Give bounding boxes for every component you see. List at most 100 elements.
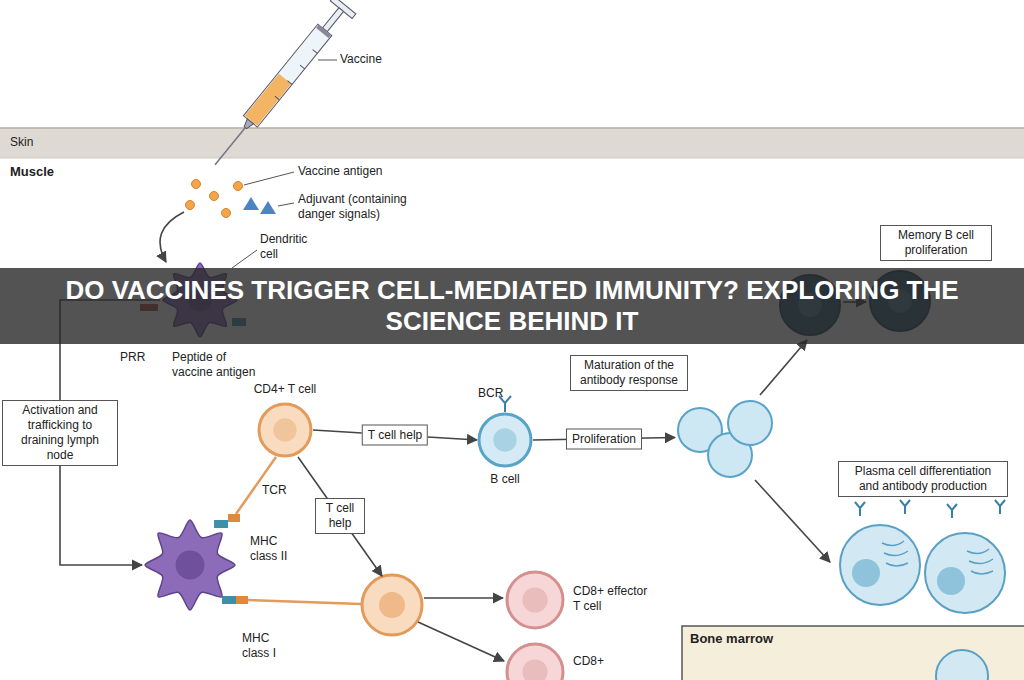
cell-nucleus	[273, 418, 296, 441]
text-holder: Dendritic cell	[260, 232, 320, 262]
callout-label: Vaccine	[340, 52, 382, 67]
text-holder: T cell help	[362, 425, 428, 446]
page-title: DO VACCINES TRIGGER CELL-MEDIATED IMMUNI…	[20, 275, 1004, 337]
skin-edge	[0, 127, 1024, 129]
b-cell-cluster: Maturation of the antibody response	[675, 395, 775, 480]
antibody	[900, 500, 910, 514]
cell-label: Dendritic cell	[260, 232, 320, 262]
syringe-tick	[275, 96, 280, 100]
arrow-label: Proliferation	[566, 428, 642, 449]
syringe-tick	[313, 50, 318, 54]
bone-marrow-region: Bone marrow	[682, 626, 1024, 680]
syringe-seal	[316, 25, 331, 38]
text-holder: T cell help	[315, 498, 365, 534]
cell-shape	[505, 642, 565, 680]
b-cell-body	[728, 401, 772, 445]
callout-label: BCR	[478, 386, 503, 401]
callout-label: TCR	[262, 483, 287, 498]
text-holder: Vaccine	[340, 52, 382, 67]
cell-shape	[830, 515, 1015, 620]
plasma-cells: Plasma cell differentiation and antibody…	[830, 515, 1015, 620]
cell-nucleus	[522, 659, 547, 680]
heading-box: Maturation of the antibody response	[570, 355, 688, 391]
syringe-rod	[322, 8, 343, 32]
uptake-arrow	[160, 212, 184, 262]
layer-label: Skin	[10, 135, 33, 150]
leader-line	[232, 250, 257, 268]
heading-box: Memory B cell proliferation	[880, 225, 992, 261]
dendritic-cell: MHC class IIMHC class I	[142, 517, 238, 613]
text-holder: Proliferation	[566, 428, 642, 449]
tcr-molecule	[236, 596, 248, 604]
antibody	[995, 500, 1005, 514]
cell-body	[507, 572, 563, 628]
leader-line	[244, 172, 294, 185]
text-holder: BCR	[478, 386, 503, 401]
differentiation-arrow	[418, 622, 504, 661]
syringe-tick	[300, 65, 305, 69]
cd8-t-cell: CD8+	[505, 642, 565, 680]
plasma-cell-body	[936, 650, 988, 680]
tcr-stalk	[248, 600, 361, 604]
text-holder: Memory B cell proliferation	[880, 225, 992, 261]
cell-body	[259, 404, 311, 456]
cell-label: MHC class II	[250, 534, 298, 564]
cell-shape	[505, 570, 565, 630]
cell-label: Bone marrow	[690, 631, 773, 647]
callout-label: Vaccine antigen	[298, 164, 383, 179]
cell-nucleus	[493, 428, 516, 451]
plasma-cell-body	[925, 533, 1005, 613]
text-holder: CD4+ T cell	[235, 382, 335, 397]
dendritic-cell-body	[145, 520, 235, 610]
text-holder: CD8+	[573, 654, 604, 669]
mhc-class-ii-molecule	[214, 520, 228, 528]
syringe-barrel	[243, 24, 331, 127]
text-holder: Bone marrow	[690, 631, 773, 647]
title-banner: DO VACCINES TRIGGER CELL-MEDIATED IMMUNI…	[0, 268, 1024, 344]
syringe-tick	[287, 81, 292, 85]
antigen-dot	[186, 201, 195, 210]
text-holder: B cell	[465, 472, 545, 487]
syringe-needle	[215, 128, 245, 165]
cd4-t-cell: CD4+ T cell	[257, 402, 313, 458]
mhc-class-i-molecule	[222, 596, 236, 604]
endoplasmic-reticulum	[967, 549, 993, 574]
syringe-liquid	[245, 74, 291, 126]
endoplasmic-reticulum	[882, 541, 908, 566]
cell-nucleus	[937, 567, 965, 595]
cd8-t-cell	[362, 575, 422, 635]
text-holder: PRR	[120, 350, 145, 365]
cell-label: CD4+ T cell	[235, 382, 335, 397]
text-holder: MHC class II	[250, 534, 298, 564]
text-holder: Vaccine antigen	[298, 164, 383, 179]
cd8-effector-t-cell: CD8+ effector T cell	[505, 570, 565, 630]
cell-label: MHC class I	[242, 631, 290, 661]
cell-shape	[142, 517, 238, 613]
adjuvant-triangle	[243, 197, 259, 210]
leader-line	[318, 60, 337, 61]
help-arrow	[298, 457, 382, 576]
plasma-cell-body	[840, 525, 920, 605]
text-holder: Muscle	[10, 164, 54, 180]
connector-arrow	[760, 340, 807, 395]
tcr-molecule	[228, 514, 240, 522]
cell-body	[479, 414, 531, 466]
differentiation-arrow	[424, 597, 503, 599]
cell-nucleus	[176, 551, 205, 580]
text-holder: Skin	[10, 135, 33, 150]
arrow-label: T cell help	[362, 425, 428, 446]
callout-label: Adjuvant (containing danger signals)	[298, 192, 418, 222]
text-holder: Adjuvant (containing danger signals)	[298, 192, 418, 222]
text-holder: TCR	[262, 483, 287, 498]
muscle-edge	[0, 158, 1024, 159]
callout-label: PRR	[120, 350, 145, 365]
antigen-dot	[234, 182, 243, 191]
antigen-dot	[210, 192, 219, 201]
cell-nucleus	[379, 592, 405, 618]
connector-arrow	[755, 480, 830, 562]
text-holder: MHC class I	[242, 631, 290, 661]
text-holder: Plasma cell differentiation and antibody…	[838, 461, 1008, 497]
arrow-label: Activation and trafficking to draining l…	[2, 400, 118, 466]
arrow-label: T cell help	[315, 498, 365, 534]
